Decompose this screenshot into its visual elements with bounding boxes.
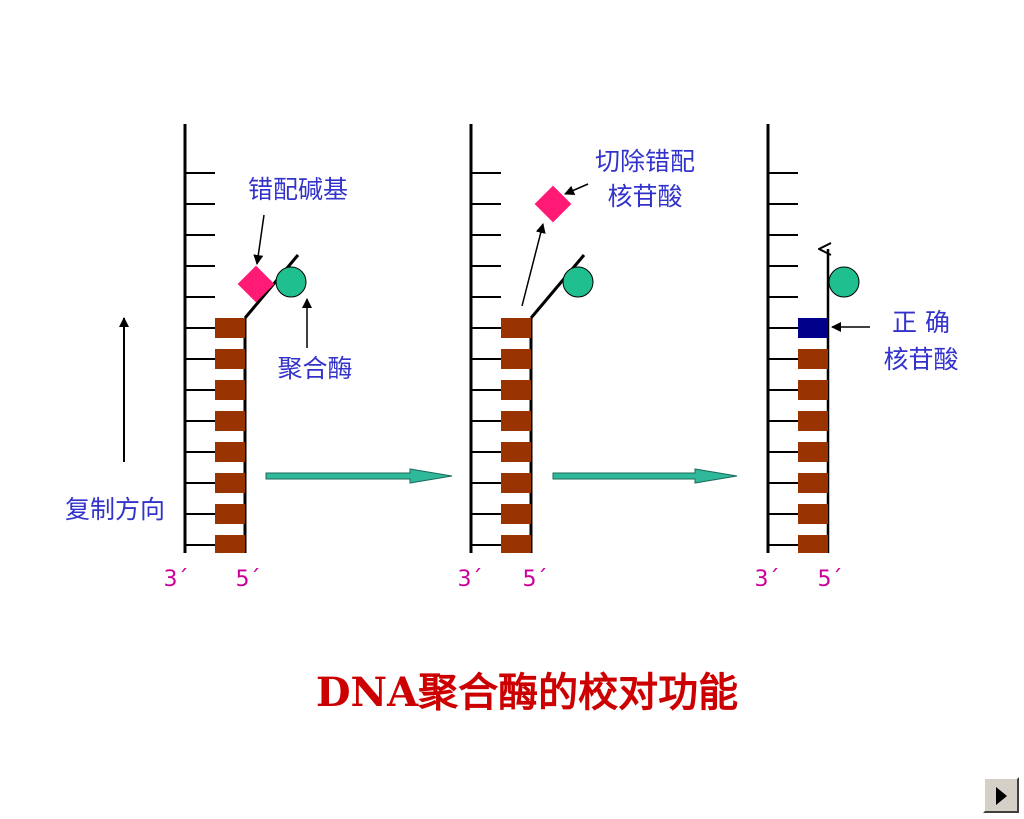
mismatch-base-diamond	[237, 265, 275, 303]
transition-arrow-1	[265, 468, 453, 484]
panel-2: 切除错配 核苷酸 3´ 5´	[458, 124, 695, 592]
polymerase-circle	[275, 266, 307, 298]
template-ticks	[471, 172, 501, 546]
prime-3-label: 3´	[458, 567, 483, 592]
paired-bases	[501, 318, 531, 553]
mismatch-base-label: 错配碱基	[248, 175, 348, 204]
next-slide-button[interactable]	[983, 777, 1019, 813]
polymerase-label: 聚合酶	[277, 354, 352, 383]
excise-label-line1: 切除错配	[595, 147, 695, 176]
play-icon	[996, 787, 1007, 805]
direction-label: 复制方向	[65, 495, 165, 524]
correct-label-line1: 正 确	[892, 308, 950, 337]
correct-label-line2: 核苷酸	[883, 345, 958, 374]
polymerase-circle	[562, 266, 594, 298]
paired-bases	[215, 318, 245, 553]
template-ticks	[185, 172, 215, 546]
prime-3-label: 3´	[164, 567, 189, 592]
correct-nucleotide	[798, 318, 828, 338]
panel-3: 正 确 核苷酸 3´ 5´	[755, 124, 959, 592]
mismatch-pointer-arrow	[253, 214, 265, 265]
prime-5-label: 5´	[523, 567, 548, 592]
excise-label-line2: 核苷酸	[607, 182, 682, 211]
excised-base-diamond	[534, 185, 572, 223]
paired-bases	[798, 349, 828, 553]
excision-arrow	[521, 223, 546, 307]
prime-3-label: 3´	[755, 567, 780, 592]
prime-5-label: 5´	[236, 567, 261, 592]
diagram-title: DNA聚合酶的校对功能	[316, 669, 738, 716]
excise-pointer-arrow	[564, 183, 589, 195]
template-ticks	[768, 172, 798, 546]
prime-5-label: 5´	[818, 567, 843, 592]
polymerase-circle	[828, 266, 860, 298]
panel-1: 错配碱基 聚合酶 复制方向 3´ 5´	[65, 124, 353, 592]
strand-tip	[529, 254, 586, 319]
transition-arrow-2	[552, 468, 738, 484]
